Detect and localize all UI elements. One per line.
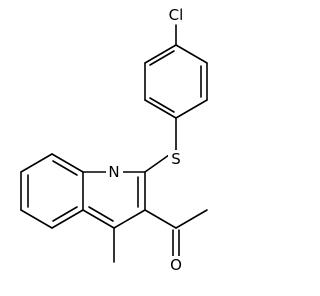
nitrogen-label: N [108, 163, 119, 181]
sulfur-label: S [171, 150, 181, 168]
nitrogen-label-bg [106, 163, 123, 181]
oxygen-label-bg [168, 256, 185, 274]
bond-c6-c1 [144, 44, 177, 64]
bond-c4-c4a [82, 209, 115, 229]
bond-c6-c5 [20, 209, 53, 229]
inner-double-bond-2 [149, 97, 175, 113]
oxygen-label: O [170, 256, 182, 274]
bond-c1-c2 [175, 44, 208, 64]
bond-c5-c4a [51, 209, 84, 229]
quinoline-benzo-ring [20, 153, 84, 229]
molecule-structure-diagram: Cl S N O [20, 6, 208, 274]
sulfur-label-bg [168, 150, 184, 168]
bond-c4-c5 [144, 99, 177, 119]
inner-double-bond-c5-c4a [52, 206, 78, 222]
bond-c3-carbonyl [144, 209, 177, 229]
bond-c3-c4 [175, 99, 208, 119]
chlorine-label: Cl [169, 6, 184, 24]
chlorine-label-bg [166, 6, 187, 24]
bond-c3-c4 [113, 209, 146, 229]
chlorophenyl-ring [144, 44, 208, 119]
acetyl-group [144, 209, 208, 258]
inner-double-bond-c4-c4a [88, 206, 114, 222]
bond-c8-c7 [20, 153, 53, 173]
bond-carbonyl-methyl [175, 209, 208, 229]
inner-double-bond-3 [149, 50, 175, 66]
inner-double-bond-c8a-c8 [52, 160, 78, 176]
bond-c8a-c8 [51, 153, 84, 173]
